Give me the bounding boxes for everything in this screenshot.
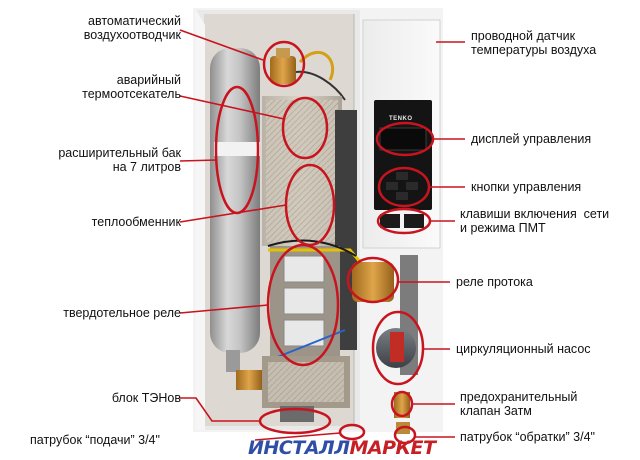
label-emergency-cutoff: аварийный термоотсекатель [82,73,181,101]
heater-block-leader [180,397,260,422]
label-safety-valve: предохранительный клапан 3атм [460,390,578,418]
air-vent-leader [179,29,264,61]
return-pipe-marker [393,425,417,445]
air-vent-marker [262,40,306,88]
heat-exchanger-body [262,96,357,350]
label-control-buttons: кнопки управления [471,180,582,194]
label-heat-exchanger: теплообменник [91,215,181,229]
watermark-logo: ИНСТАЛЛМАРКЕТ [248,437,436,459]
thermal-cutoff-leader [179,95,285,120]
label-heater-block: блок ТЭНов [111,391,181,405]
expansion-tank-leader [179,159,218,162]
label-air-temp-sensor: проводной датчик температуры воздуха [471,29,597,57]
heat-exchanger-leader [179,204,287,223]
label-flow-relay: реле протока [456,275,533,289]
expansion-tank [210,48,260,372]
label-power-switches: клавиши включения сети и режима ПМТ [460,207,610,235]
watermark-part-2: МАРКЕТ [349,437,436,459]
pump-marker [371,310,425,386]
control-panel [362,19,441,249]
device-brand: TENKO [389,116,413,122]
relay-leader [179,304,269,314]
watermark-part-1: ИНСТАЛЛ [248,437,350,459]
label-expansion-tank: расширительный бак на 7 литров [58,146,181,174]
supply-pipe-leader [254,432,341,441]
heater-block-part [236,356,350,422]
label-circulation-pump: циркуляционный насос [456,342,591,356]
label-control-display: дисплей управления [471,132,592,146]
label-supply-pipe: патрубок “подачи” 3/4" [30,433,160,447]
label-air-vent: автоматический воздухоотводчик [83,14,181,42]
supply-pipe-marker [338,423,366,441]
thermal-cutoff-marker [281,96,329,160]
air-vent-part [270,48,346,101]
flow-relay-marker [346,256,400,304]
label-solid-state-relay: твердотельное реле [63,306,181,320]
label-return-pipe: патрубок “обратки” 3/4" [460,430,595,444]
